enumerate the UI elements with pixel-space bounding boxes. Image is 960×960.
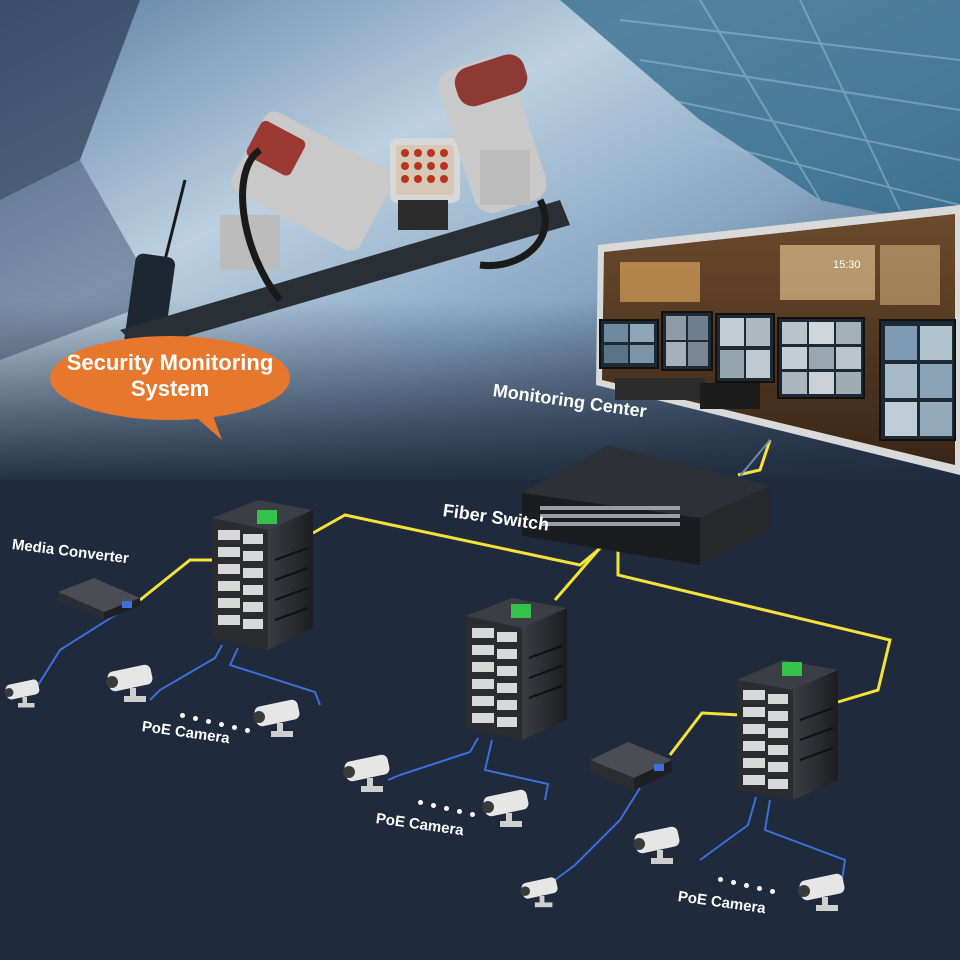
industrial-switch-1 (212, 500, 313, 650)
media-converter-1 (58, 578, 140, 620)
monitoring-center-video-wall: 15:30 (596, 205, 960, 475)
fiber-links (139, 439, 892, 756)
bullet-camera-icon (106, 664, 153, 702)
bullet-camera-icon (798, 873, 845, 911)
title-bubble-text: Security Monitoring System (60, 350, 280, 402)
bullet-camera-icon (253, 699, 300, 737)
industrial-switch-3 (737, 660, 838, 800)
bullet-camera-icon (4, 679, 40, 708)
wall-clock: 15:30 (833, 259, 861, 271)
monitor-screens (599, 311, 956, 441)
industrial-switch-2 (466, 598, 567, 740)
surveillance-cameras-photo (120, 54, 570, 357)
title-bubble (50, 336, 290, 440)
bullet-camera-icon (520, 877, 558, 908)
bullet-camera-icon (633, 826, 680, 864)
ethernet-links (34, 439, 847, 881)
media-converter-2 (590, 742, 672, 790)
title-line-1: Security Monitoring (66, 350, 274, 375)
bullet-camera-icon (482, 789, 529, 827)
bullet-camera-icon (343, 754, 390, 792)
title-line-2: System (130, 376, 210, 401)
fiber-switch (522, 445, 770, 565)
